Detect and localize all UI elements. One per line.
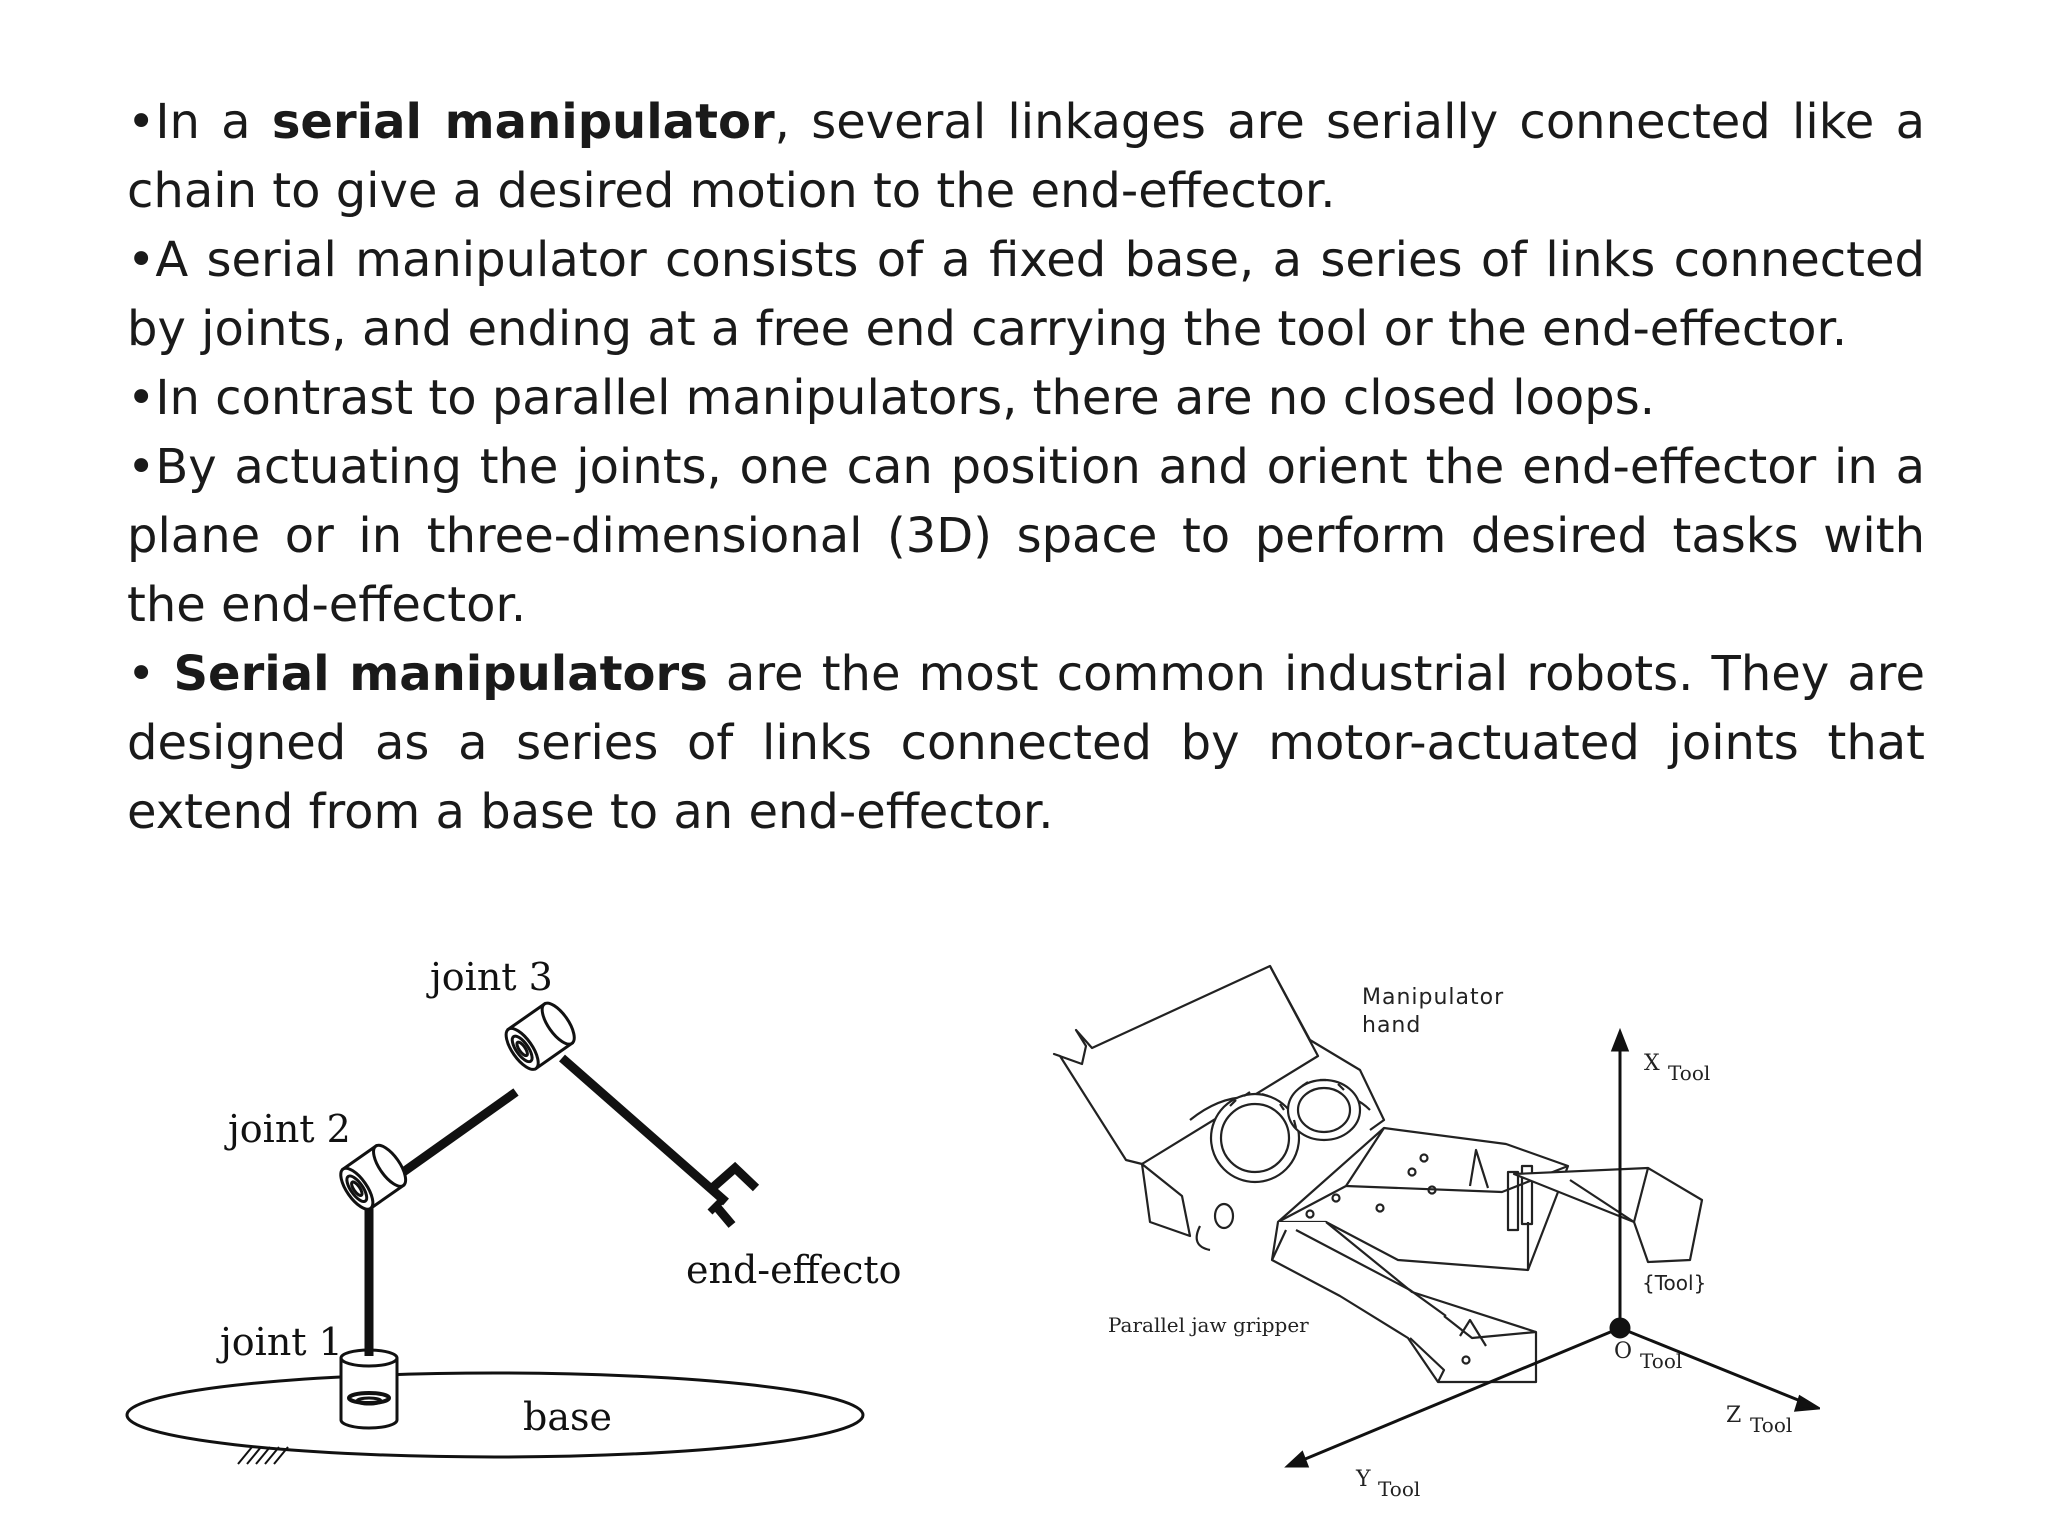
- ground-hatch: [237, 1446, 289, 1465]
- label-y-axis-sub: Tool: [1378, 1477, 1420, 1501]
- label-x-axis: X: [1644, 1051, 1660, 1076]
- paragraph-text: By actuating the joints, one can positio…: [127, 439, 1925, 633]
- manipulator-hand-svg: Manipulator hand Parallel jaw gripper {T…: [1052, 964, 1823, 1501]
- serial-manipulator-svg: joint 3 joint 2 joint 1 end-effector bas…: [125, 955, 921, 1465]
- label-manipulator-hand-2: hand: [1362, 1013, 1421, 1038]
- label-joint-2: joint 2: [224, 1107, 351, 1151]
- paragraph-text: A serial manipulator consists of a fixed…: [127, 232, 1925, 357]
- bold-term: Serial manipulators: [173, 646, 708, 702]
- bullet-marker: •: [127, 232, 156, 288]
- bold-term: serial manipulator: [271, 94, 775, 150]
- bullet-marker: •: [127, 94, 156, 150]
- paragraph-text: In contrast to parallel manipulators, th…: [155, 370, 1656, 426]
- bullet-paragraph: •In contrast to parallel manipulators, t…: [127, 364, 1925, 433]
- bullet-paragraph: •In a serial manipulator, several linkag…: [127, 88, 1925, 226]
- parallel-jaw-gripper: [1270, 1126, 1704, 1384]
- label-gripper: Parallel jaw gripper: [1108, 1313, 1309, 1337]
- bullet-paragraph: • Serial manipulators are the most commo…: [127, 640, 1925, 847]
- bullet-text-block: •In a serial manipulator, several linkag…: [127, 88, 1925, 847]
- manipulator-hand-diagram: Manipulator hand Parallel jaw gripper {T…: [1040, 960, 1823, 1520]
- label-origin: O: [1614, 1339, 1632, 1364]
- label-end-effector: end-effector: [686, 1248, 900, 1292]
- bullet-marker: •: [127, 370, 156, 426]
- label-base: base: [523, 1395, 612, 1439]
- joint-3-cylinder: [504, 1001, 576, 1071]
- label-z-axis: Z: [1726, 1403, 1741, 1428]
- label-tool-frame: {Tool}: [1642, 1271, 1706, 1295]
- label-joint-1: joint 1: [216, 1320, 343, 1364]
- arm-links: [364, 1054, 760, 1356]
- label-x-axis-sub: Tool: [1668, 1061, 1710, 1085]
- tool-frame-axes: [1284, 1027, 1823, 1468]
- joint-2-cylinder: [339, 1143, 408, 1211]
- label-manipulator-hand-1: Manipulator: [1362, 985, 1504, 1010]
- paragraph-text: In a: [155, 94, 272, 150]
- label-origin-sub: Tool: [1640, 1349, 1682, 1373]
- paragraph-text: are the most common industrial robots. T…: [127, 646, 1926, 840]
- bullet-paragraph: •By actuating the joints, one can positi…: [127, 433, 1925, 640]
- joint-1-cylinder: [339, 1348, 399, 1430]
- bullet-marker: •: [127, 439, 156, 495]
- paragraph-text: , several linkages are serially connecte…: [127, 94, 1926, 219]
- label-joint-3: joint 3: [426, 955, 553, 999]
- base-ellipse: [125, 1371, 865, 1459]
- label-z-axis-sub: Tool: [1750, 1413, 1792, 1437]
- serial-manipulator-diagram: joint 3 joint 2 joint 1 end-effector bas…: [120, 950, 921, 1490]
- bullet-paragraph: •A serial manipulator consists of a fixe…: [127, 226, 1925, 364]
- label-y-axis: Y: [1355, 1467, 1371, 1492]
- manipulator-hand: [1052, 964, 1386, 1252]
- bullet-marker: •: [127, 646, 174, 702]
